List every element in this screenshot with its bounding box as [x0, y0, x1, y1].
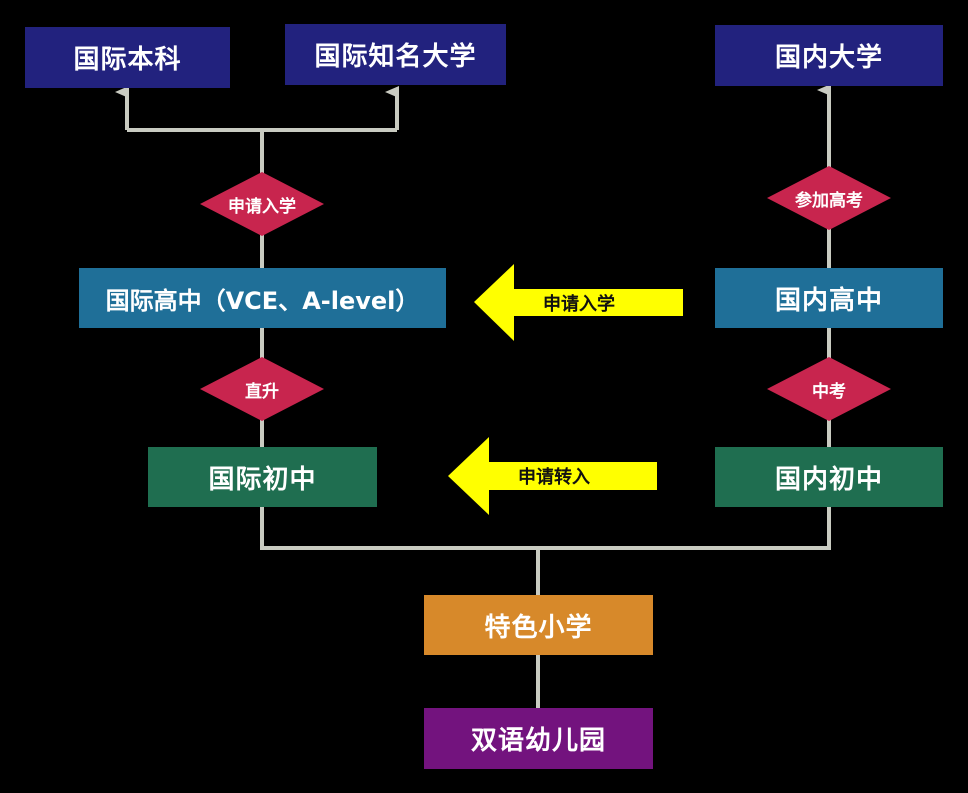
node-intl-high-label: 国际高中（VCE、A-level） [105, 286, 420, 315]
transfer-label-middle: 申请转入 [518, 467, 590, 488]
node-intl-undergrad-label: 国际本科 [73, 45, 182, 75]
node-intl-famous-univ: 国际知名大学 [285, 24, 506, 85]
node-domestic-univ-label: 国内大学 [774, 43, 883, 73]
node-intl-middle-label: 国际初中 [208, 464, 317, 495]
node-intl-undergrad: 国际本科 [25, 27, 230, 88]
decision-diamond-gaokao [767, 166, 891, 230]
node-domestic-middle-label: 国内初中 [774, 464, 883, 495]
decision-label-gaokao: 参加高考 [795, 190, 863, 211]
decision-label-apply: 申请入学 [228, 196, 296, 217]
node-special-primary-label: 特色小学 [484, 612, 593, 643]
node-bilingual-kindergarten: 双语幼儿园 [424, 708, 653, 769]
node-domestic-high: 国内高中 [715, 268, 943, 328]
node-bilingual-kindergarten-label: 双语幼儿园 [470, 726, 606, 756]
node-domestic-middle: 国内初中 [715, 447, 943, 507]
decision-diamond-apply [200, 172, 324, 236]
node-intl-high: 国际高中（VCE、A-level） [79, 268, 446, 328]
decision-diamond-zhongkao [767, 357, 891, 421]
decision-diamond-direct [200, 357, 324, 421]
node-domestic-high-label: 国内高中 [774, 285, 883, 316]
transfer-arrow-high [474, 264, 683, 341]
decision-label-zhongkao: 中考 [812, 381, 846, 402]
node-intl-middle: 国际初中 [148, 447, 377, 507]
decision-label-direct: 直升 [245, 381, 279, 402]
transfer-label-high: 申请入学 [543, 293, 615, 315]
node-intl-famous-univ-label: 国际知名大学 [314, 42, 477, 72]
connector-primary-to-middle [260, 507, 831, 595]
transfer-arrow-middle [448, 437, 657, 515]
node-domestic-univ: 国内大学 [715, 25, 943, 86]
node-special-primary: 特色小学 [424, 595, 653, 655]
